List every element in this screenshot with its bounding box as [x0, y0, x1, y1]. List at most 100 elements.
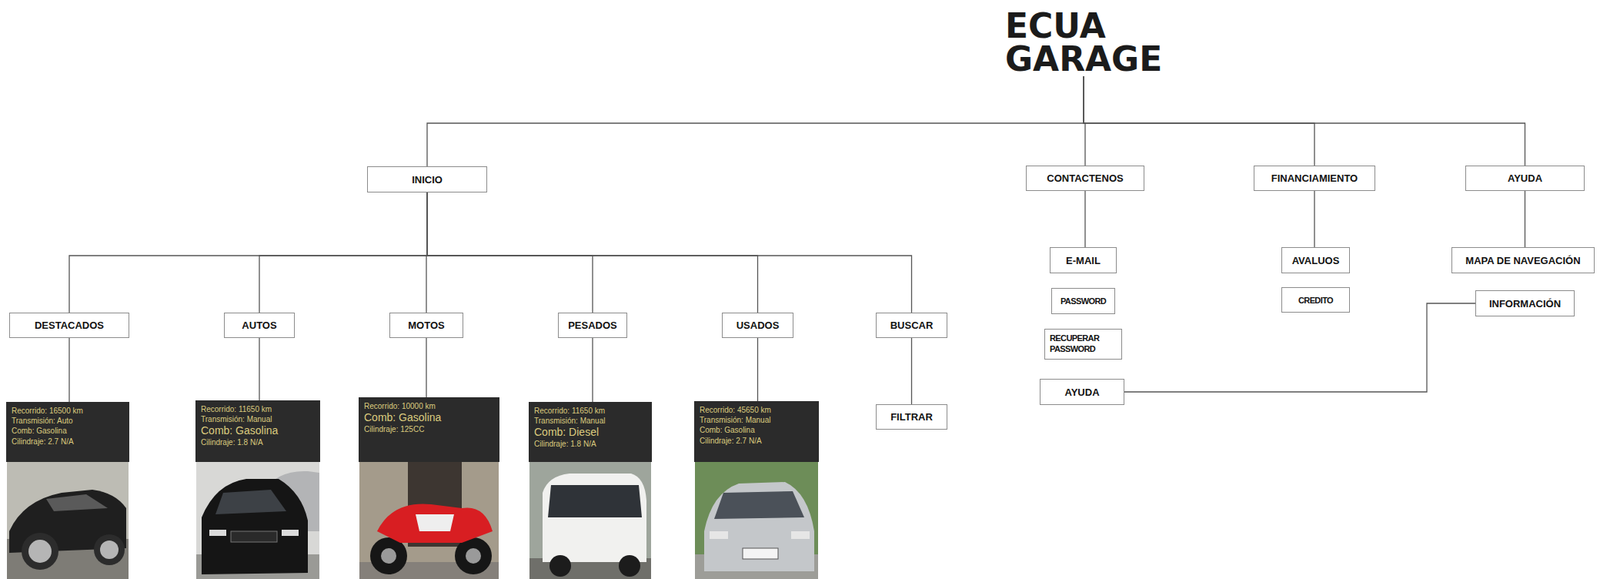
car-body: [201, 478, 308, 575]
card-spec: Comb: Gasolina: [699, 424, 814, 435]
tree-connector: [1083, 76, 1315, 166]
card-spec: Recorrido: 11650 km: [200, 404, 315, 415]
tree-connector: [427, 192, 759, 313]
tree-connector: [911, 337, 912, 405]
car-window: [46, 494, 108, 512]
box-label: INFORMACIÓN: [1489, 297, 1561, 310]
tree-connector: [591, 337, 593, 402]
box-label: MOTOS: [407, 319, 445, 331]
box-label: AYUDA: [1064, 386, 1099, 398]
tree-connector: [427, 192, 593, 313]
car-window: [215, 489, 287, 515]
truck-wheel: [549, 554, 572, 577]
page-box: AYUDA: [1039, 378, 1125, 405]
card-spec: Cilindraje: 1.8 N/A: [534, 438, 647, 449]
box-label: DESTACADOS: [34, 319, 104, 331]
tree-connector: [258, 337, 260, 401]
page-box: FINANCIAMIENTO: [1253, 165, 1376, 191]
box-label: INICIO: [411, 173, 443, 186]
box-label: RECUPERAR PASSWORD: [1049, 333, 1117, 355]
card-spec: Recorrido: 11650 km: [534, 405, 647, 416]
photo-ground: [529, 461, 652, 579]
page-box: CREDITO: [1281, 287, 1350, 313]
card-spec: Transmisión: Auto: [11, 415, 124, 426]
card-spec: Cilindraje: 2.7 N/A: [11, 436, 124, 447]
moto-wheel: [454, 537, 492, 575]
car-light: [709, 531, 729, 539]
box-label: BUSCAR: [890, 319, 934, 331]
car-rim: [100, 540, 119, 559]
vehicle-card: Recorrido: 16500 kmTransmisión: AutoComb…: [6, 401, 130, 462]
car-wheel: [21, 532, 59, 570]
truck-cab: [542, 473, 647, 562]
page-box: E-MAIL: [1049, 247, 1117, 274]
page-box: AVALUOS: [1281, 247, 1350, 274]
box-label: USADOS: [736, 319, 780, 331]
box-label: FILTRAR: [890, 410, 933, 423]
tree-connector: [1313, 190, 1315, 248]
moto-body: [377, 503, 493, 543]
box-label: MAPA DE NAVEGACIÓN: [1465, 254, 1580, 267]
tree-connector: [1084, 190, 1086, 248]
card-spec: Comb: Gasolina: [364, 410, 495, 425]
moto-panel: [415, 514, 455, 532]
card-spec: Recorrido: 45650 km: [699, 404, 814, 415]
box-label: AUTOS: [241, 319, 277, 331]
card-spec: Transmisión: Manual: [534, 415, 647, 426]
card-spec: Transmisión: Manual: [200, 414, 315, 425]
car-window: [714, 491, 805, 519]
page-box: AYUDA: [1465, 165, 1585, 191]
tree-connector: [427, 76, 1084, 167]
page-box: PESADOS: [557, 312, 628, 338]
vehicle-card: Recorrido: 45650 kmTransmisión: ManualCo…: [694, 400, 819, 462]
car-light: [791, 531, 810, 539]
page-box: AUTOS: [223, 312, 295, 338]
page-box: USADOS: [721, 312, 794, 338]
photo-greenery: [694, 461, 819, 579]
moto-wheel: [370, 537, 408, 575]
truck-photo: [529, 461, 652, 579]
vehicle-card: Recorrido: 10000 kmComb: GasolinaCilindr…: [358, 397, 500, 462]
card-spec: Recorrido: 10000 km: [364, 400, 495, 411]
box-label: E-MAIL: [1065, 254, 1101, 267]
car-body: [704, 481, 815, 572]
page-box: RECUPERAR PASSWORD: [1044, 328, 1123, 360]
card-spec: Comb: Diesel: [534, 425, 647, 439]
sports-car-photo: [6, 461, 129, 579]
truck-wheel: [618, 554, 641, 577]
card-spec: Cilindraje: 1.8 N/A: [200, 437, 315, 448]
page-box: CONTACTENOS: [1025, 165, 1145, 191]
car-plate: [742, 547, 779, 559]
car-wheel: [93, 534, 125, 565]
moto-rim: [380, 547, 397, 564]
box-label: FINANCIAMIENTO: [1271, 172, 1358, 184]
motorcycle-photo: [359, 461, 499, 579]
tree-connector: [259, 192, 428, 313]
page-box: PASSWORD: [1051, 287, 1116, 314]
hatchback-photo: [694, 461, 819, 579]
moto-rim: [465, 547, 482, 564]
truck-window: [547, 484, 642, 518]
logo-text: ECUA GARAGE: [1005, 9, 1163, 76]
box-label: AVALUOS: [1292, 254, 1340, 267]
page-box: FILTRAR: [875, 404, 948, 430]
page-box: INICIO: [367, 166, 488, 193]
box-label: AYUDA: [1507, 172, 1543, 184]
sedan-photo: [196, 461, 320, 579]
tree-connector: [427, 192, 912, 313]
box-label: CONTACTENOS: [1046, 172, 1123, 184]
page-box: DESTACADOS: [9, 312, 130, 338]
box-label: PESADOS: [567, 319, 618, 331]
tree-connector: [1524, 190, 1526, 248]
photo-wall: [359, 461, 499, 579]
page-box: INFORMACIÓN: [1475, 290, 1575, 317]
box-label: PASSWORD: [1060, 296, 1106, 306]
page-box: BUSCAR: [875, 312, 948, 338]
box-label: CREDITO: [1298, 295, 1333, 305]
car-grille: [230, 531, 278, 542]
car-light: [281, 529, 299, 536]
tree-connector: [69, 192, 428, 313]
tree-connector: [757, 337, 759, 401]
